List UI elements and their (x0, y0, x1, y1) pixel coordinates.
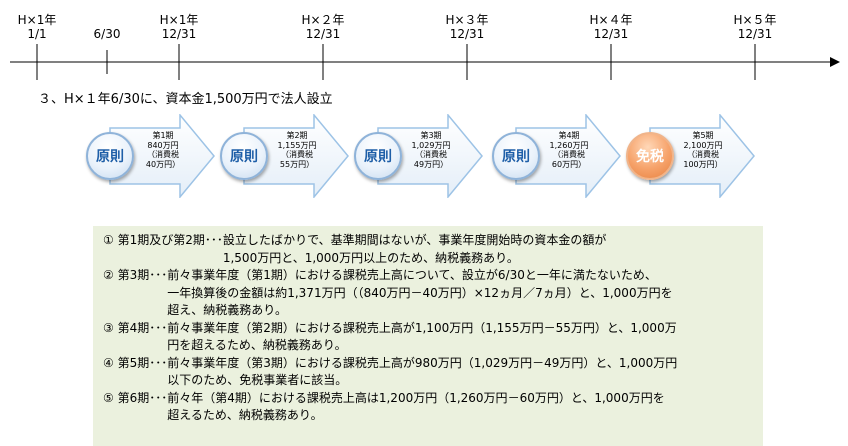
period-badge: 原則 (492, 132, 540, 180)
explanation-body: 設立したばかりで、基準期間はないが、事業年度開始時の資本金の額が 1,500万円と… (223, 232, 755, 267)
explanation-line: 前々事業年度（第1期）における課税売上高について、設立が6/30と一年に満たない… (167, 268, 657, 282)
period-badge: 原則 (354, 132, 402, 180)
explanation-label: ② 第3期･･･ (103, 268, 168, 282)
tick-year (94, 13, 121, 27)
period-info-line: 第5期 (692, 131, 714, 140)
period-info-line: 第2期 (286, 131, 308, 140)
period-info-line: 40万円） (145, 159, 181, 169)
timeline-arrowhead (830, 57, 840, 67)
explanation-item: ② 第3期･･･前々事業年度（第1期）における課税売上高について、設立が6/30… (103, 267, 755, 320)
tick-date: 6/30 (93, 27, 121, 41)
explanation-line: 前々年（第4期）における課税売上高は1,200万円（1,260万円－60万円）と… (167, 390, 665, 405)
period-info-line: 第3期 (420, 131, 442, 140)
arrow-shape (243, 114, 349, 198)
explanation-label: ⑤ 第6期･･･ (103, 390, 168, 405)
explanation-item: ⑤ 第6期･･･前々年（第4期）における課税売上高は1,200万円（1,260万… (103, 390, 755, 425)
tick-year: H×1年 (17, 13, 57, 27)
period-badge: 原則 (220, 132, 268, 180)
explanation-body: 前々事業年度（第3期）における課税売上高が980万円（1,029万円－49万円）… (167, 355, 755, 390)
period-info-line: 1,155万円 (277, 140, 317, 150)
period-info-line: （消費税 (147, 150, 179, 159)
explanation-label: ③ 第4期･･･ (103, 320, 168, 335)
tick-date: 12/31 (449, 27, 485, 41)
period-arrow (649, 114, 755, 198)
arrow-shape (377, 114, 483, 198)
explanation-label: ④ 第5期･･･ (103, 355, 168, 370)
tick-date: 12/31 (737, 27, 773, 41)
period-info-line: 1,029万円 (411, 140, 451, 150)
period-info-line: 840万円 (147, 140, 179, 150)
tick-year: H×２年 (301, 13, 345, 27)
explanation-line: 超え、納税義務あり。 (167, 303, 287, 317)
explanation-line: 前々事業年度（第2期）における課税売上高が1,100万円（1,155万円－55万… (167, 320, 677, 335)
period-arrow (243, 114, 349, 198)
explanation-line: 設立したばかりで、基準期間はないが、事業年度開始時の資本金の額が (222, 233, 607, 247)
explanation-item: ③ 第4期･･･前々事業年度（第2期）における課税売上高が1,100万円（1,1… (103, 320, 755, 355)
period-info-line: （消費税 (415, 150, 447, 159)
tick-year: H×５年 (733, 13, 777, 27)
period-info-line: 1,260万円 (549, 140, 589, 150)
period-info-line: 100万円） (683, 159, 723, 169)
tick-date: 12/31 (305, 27, 341, 41)
arrow-shape (515, 114, 621, 198)
explanation-label: ① 第1期及び第2期･･･ (103, 233, 223, 247)
tick-year: H×1年 (159, 13, 199, 27)
arrow-shape (649, 114, 755, 198)
tick-date: 1/1 (27, 27, 47, 41)
period-arrow (515, 114, 621, 198)
period-arrow (377, 114, 483, 198)
period-info-line: （消費税 (281, 150, 313, 159)
period-badge: 原則 (86, 132, 134, 180)
period-badge: 免税 (626, 132, 674, 180)
period-info-line: 2,100万円 (683, 140, 723, 150)
explanation-panel: ① 第1期及び第2期･･･設立したばかりで、基準期間はないが、事業年度開始時の資… (93, 226, 763, 446)
period-info-line: （消費税 (687, 150, 719, 159)
tick-date: 12/31 (161, 27, 197, 41)
period-arrow (109, 114, 215, 198)
explanation-item: ④ 第5期･･･前々事業年度（第3期）における課税売上高が980万円（1,029… (103, 355, 755, 390)
period-info-line: 第4期 (558, 131, 580, 140)
explanation-line: 一年換算後の金額は約1,371万円（（840万円－40万円）×12ヵ月／7ヵ月）… (167, 285, 673, 300)
period-info-line: 60万円） (551, 159, 587, 169)
explanation-body: 前々事業年度（第1期）における課税売上高について、設立が6/30と一年に満たない… (167, 267, 755, 320)
explanation-body: 前々年（第4期）における課税売上高は1,200万円（1,260万円－60万円）と… (167, 390, 755, 425)
period-info-line: 49万円） (413, 159, 449, 169)
explanation-line: 超えるため、納税義務あり。 (167, 408, 323, 422)
explanation-line: 円を超えるため、納税義務あり。 (167, 338, 347, 352)
explanation-item: ① 第1期及び第2期･･･設立したばかりで、基準期間はないが、事業年度開始時の資… (103, 232, 755, 267)
period-info-line: 第1期 (152, 131, 174, 140)
explanation-line: 1,500万円と、1,000万円以上のため、納税義務あり。 (222, 250, 519, 265)
tick-year: H×４年 (589, 13, 633, 27)
timeline-tick-label: 6/30 (94, 13, 121, 41)
tick-year: H×３年 (445, 13, 489, 27)
period-info-line: （消費税 (553, 150, 585, 159)
setup-note: ３、H×１年6/30に、資本金1,500万円で法人設立 (38, 92, 333, 107)
tick-date: 12/31 (593, 27, 629, 41)
timeline-ticks (36, 44, 756, 80)
timeline-axis (10, 44, 840, 80)
explanation-body: 前々事業年度（第2期）における課税売上高が1,100万円（1,155万円－55万… (167, 320, 755, 355)
explanation-list: ① 第1期及び第2期･･･設立したばかりで、基準期間はないが、事業年度開始時の資… (103, 232, 755, 425)
period-info-line: 55万円） (279, 159, 315, 169)
explanation-line: 前々事業年度（第3期）における課税売上高が980万円（1,029万円－49万円）… (167, 355, 678, 370)
arrow-shape (109, 114, 215, 198)
explanation-line: 以下のため、免税事業者に該当。 (167, 373, 348, 387)
